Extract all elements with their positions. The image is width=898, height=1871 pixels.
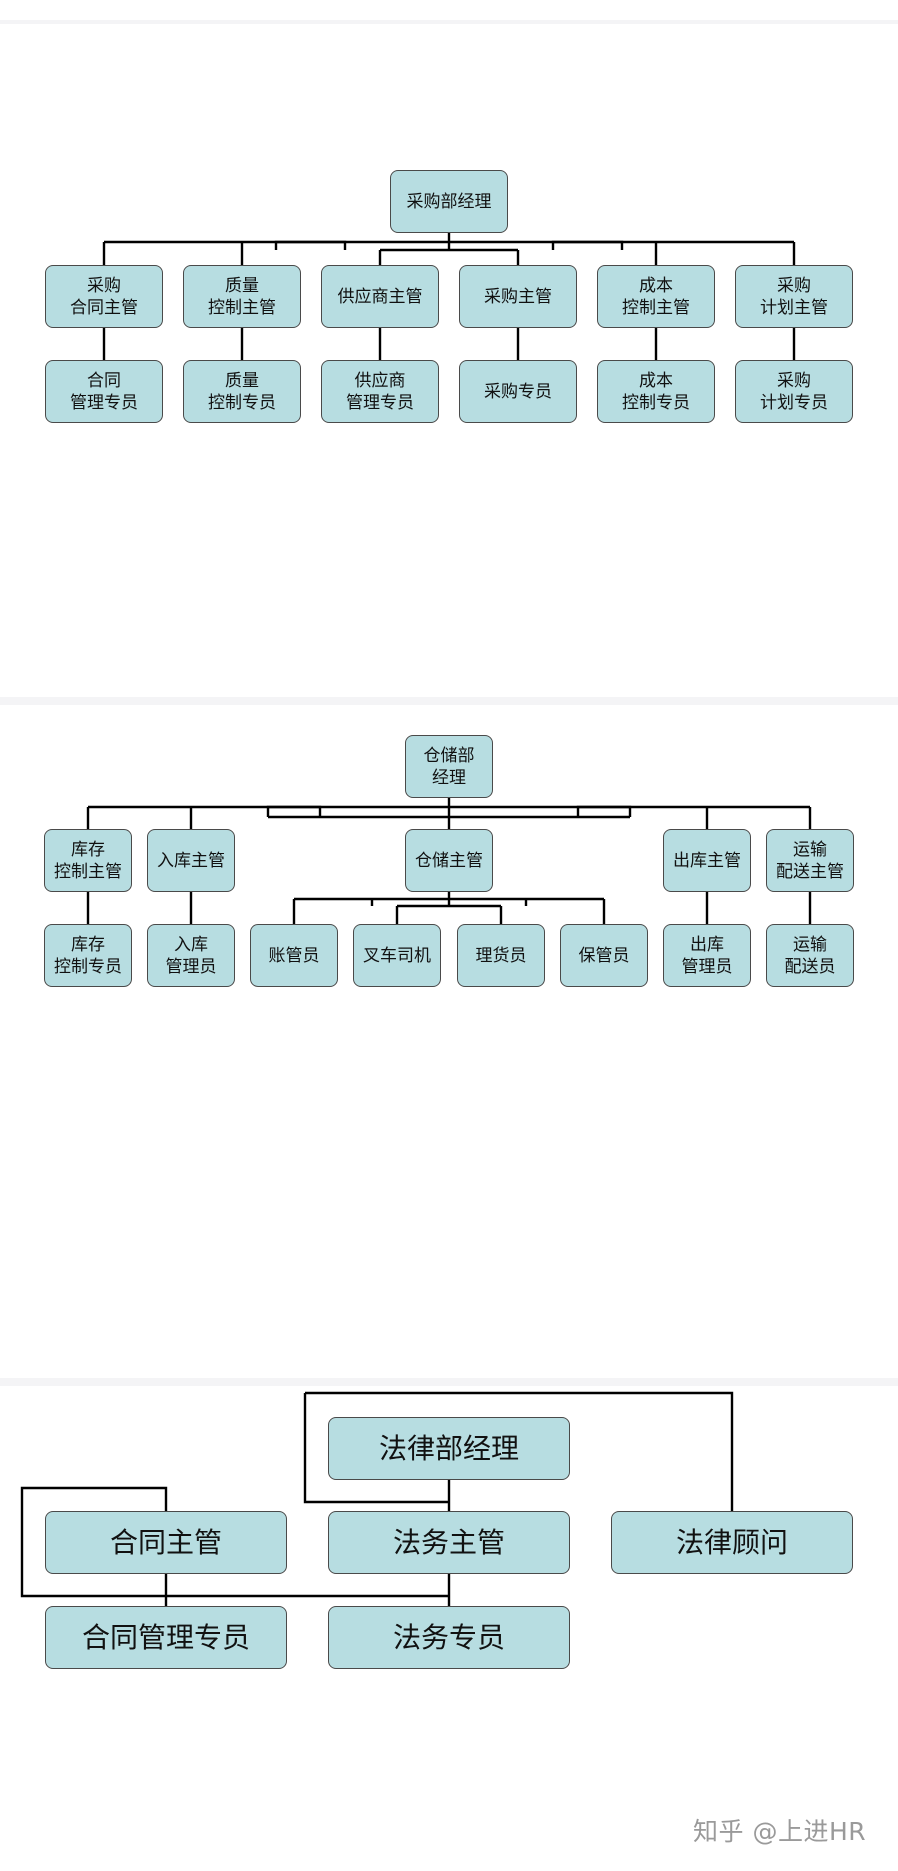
- contract-manager-node: 合同主管: [45, 1511, 287, 1574]
- outbound-supervisor-node: 出库主管: [663, 829, 751, 892]
- legal-manager-node: 法律部经理: [328, 1417, 570, 1480]
- inventory-specialist-node: 库存 控制专员: [44, 924, 132, 987]
- contract-specialist-node: 合同 管理专员: [45, 360, 163, 423]
- purchasing-specialist-node: 采购专员: [459, 360, 577, 423]
- planning-specialist-node: 采购 计划专员: [735, 360, 853, 423]
- outbound-clerk-node: 出库 管理员: [663, 924, 751, 987]
- stock-clerk-node: 理货员: [457, 924, 545, 987]
- watermark-text: 知乎 @上进HR: [693, 1817, 867, 1846]
- forklift-driver-node: 叉车司机: [353, 924, 441, 987]
- warehouse-manager-node: 仓储部 经理: [405, 735, 493, 798]
- bookkeeper-node: 账管员: [250, 924, 338, 987]
- inventory-supervisor-node: 库存 控制主管: [44, 829, 132, 892]
- supplier-specialist-node: 供应商 管理专员: [321, 360, 439, 423]
- contract-specialist-legal-node: 合同管理专员: [45, 1606, 287, 1669]
- section-divider: [0, 20, 898, 24]
- legal-counsel-node: 法律顾问: [611, 1511, 853, 1574]
- legal-specialist-node: 法务专员: [328, 1606, 570, 1669]
- inbound-clerk-node: 入库 管理员: [147, 924, 235, 987]
- section-divider: [0, 697, 898, 705]
- quality-specialist-node: 质量 控制专员: [183, 360, 301, 423]
- supplier-supervisor-node: 供应商主管: [321, 265, 439, 328]
- quality-supervisor-node: 质量 控制主管: [183, 265, 301, 328]
- delivery-supervisor-node: 运输 配送主管: [766, 829, 854, 892]
- storage-supervisor-node: 仓储主管: [405, 829, 493, 892]
- legal-affairs-manager-node: 法务主管: [328, 1511, 570, 1574]
- section-divider: [0, 1378, 898, 1386]
- contract-supervisor-node: 采购 合同主管: [45, 265, 163, 328]
- cost-supervisor-node: 成本 控制主管: [597, 265, 715, 328]
- custodian-node: 保管员: [560, 924, 648, 987]
- purchasing-supervisor-node: 采购主管: [459, 265, 577, 328]
- cost-specialist-node: 成本 控制专员: [597, 360, 715, 423]
- purchasing-manager-node: 采购部经理: [390, 170, 508, 233]
- inbound-supervisor-node: 入库主管: [147, 829, 235, 892]
- planning-supervisor-node: 采购 计划主管: [735, 265, 853, 328]
- delivery-staff-node: 运输 配送员: [766, 924, 854, 987]
